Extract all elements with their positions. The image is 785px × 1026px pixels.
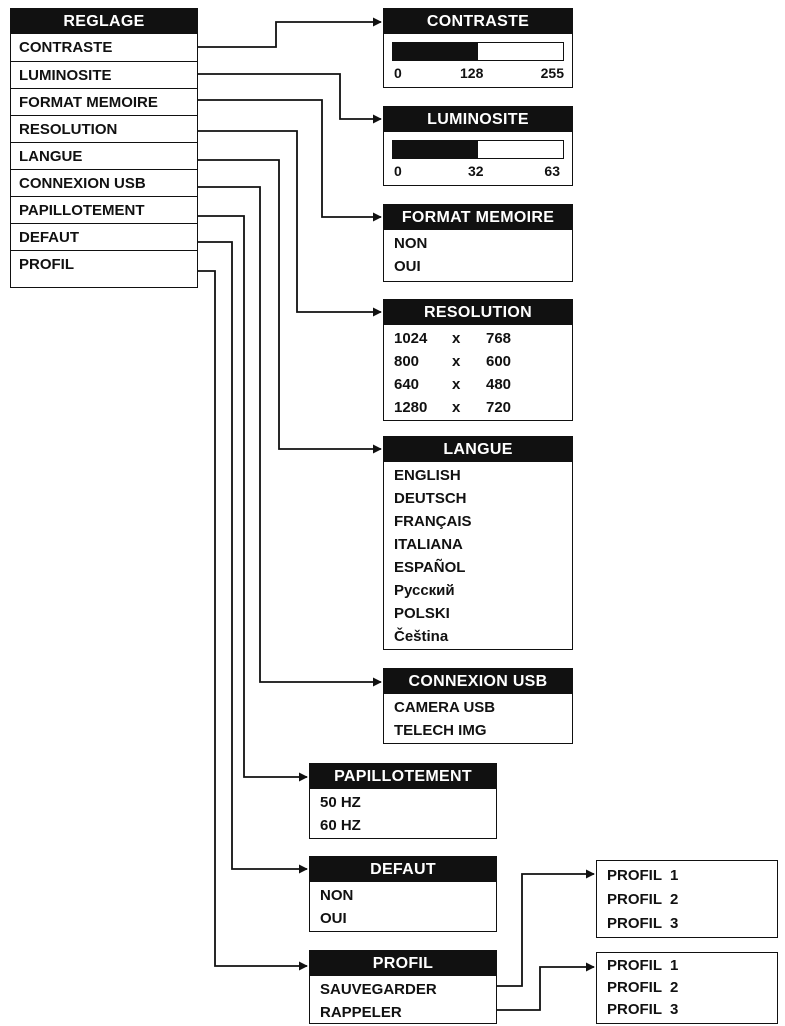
langue-option-cestina[interactable]: Čeština	[394, 628, 449, 645]
contraste-slider[interactable]	[392, 42, 564, 61]
papillotement-option-50hz[interactable]: 50 HZ	[320, 794, 361, 811]
menu-item-luminosite[interactable]: LUMINOSITE	[11, 61, 197, 88]
langue-option-espanol[interactable]: ESPAÑOL	[394, 559, 466, 576]
menu-item-connexion-usb[interactable]: CONNEXION USB	[11, 169, 197, 196]
wire-sauvegarder	[497, 869, 595, 987]
format-memoire-option-non[interactable]: NON	[394, 235, 428, 252]
res-height: 480	[486, 376, 512, 393]
wire-langue	[198, 159, 382, 454]
profil-panel: PROFIL SAUVEGARDER RAPPELER	[309, 950, 497, 1024]
luminosite-slider-fill	[393, 141, 478, 158]
profil-sauvegarder-panel: PROFIL 1 PROFIL 2 PROFIL 3	[596, 860, 778, 938]
langue-option-francais[interactable]: FRANÇAIS	[394, 513, 472, 530]
res-width: 640	[394, 376, 420, 393]
menu-item-papillotement[interactable]: PAPILLOTEMENT	[11, 196, 197, 223]
res-height: 600	[486, 353, 512, 370]
rappeler-profil-2[interactable]: PROFIL 2	[607, 979, 679, 996]
menu-item-contraste[interactable]: CONTRASTE	[19, 39, 113, 56]
res-width: 800	[394, 353, 420, 370]
contraste-tick-mid: 128	[460, 65, 484, 81]
resolution-option-1[interactable]: 1024 x 768	[394, 327, 562, 350]
reglage-menu: REGLAGE CONTRASTE LUMINOSITE FORMAT MEMO…	[10, 8, 198, 288]
sauvegarder-profil-3[interactable]: PROFIL 3	[607, 915, 679, 932]
contraste-slider-fill	[393, 43, 478, 60]
papillotement-title: PAPILLOTEMENT	[310, 764, 496, 789]
resolution-panel: RESOLUTION 1024 x 768 800 x 600 640 x 48…	[383, 299, 573, 421]
resolution-option-3[interactable]: 640 x 480	[394, 373, 562, 396]
langue-option-polski[interactable]: POLSKI	[394, 605, 450, 622]
langue-option-english[interactable]: ENGLISH	[394, 467, 461, 484]
menu-item-profil[interactable]: PROFIL	[11, 250, 197, 277]
profil-title: PROFIL	[310, 951, 496, 976]
wire-rappeler	[497, 962, 595, 1011]
contraste-tick-min: 0	[394, 65, 402, 81]
menu-item-resolution[interactable]: RESOLUTION	[11, 115, 197, 142]
langue-title: LANGUE	[384, 437, 572, 462]
langue-option-deutsch[interactable]: DEUTSCH	[394, 490, 467, 507]
defaut-panel: DEFAUT NON OUI	[309, 856, 497, 932]
luminosite-tick-mid: 32	[468, 163, 484, 179]
rappeler-profil-1[interactable]: PROFIL 1	[607, 957, 679, 974]
res-sep: x	[452, 353, 461, 370]
reglage-title: REGLAGE	[11, 9, 197, 34]
wire-defaut	[198, 241, 308, 874]
wire-luminosite	[198, 73, 382, 124]
format-memoire-title: FORMAT MEMOIRE	[384, 205, 572, 230]
format-memoire-option-oui[interactable]: OUI	[394, 258, 421, 275]
wire-contraste	[198, 17, 382, 48]
contraste-title: CONTRASTE	[384, 9, 572, 34]
res-height: 720	[486, 399, 512, 416]
rappeler-profil-3[interactable]: PROFIL 3	[607, 1001, 679, 1018]
res-width: 1280	[394, 399, 428, 416]
luminosite-tick-max: 63	[544, 163, 560, 179]
sauvegarder-profil-2[interactable]: PROFIL 2	[607, 891, 679, 908]
defaut-option-oui[interactable]: OUI	[320, 910, 347, 927]
langue-panel: LANGUE ENGLISH DEUTSCH FRANÇAIS ITALIANA…	[383, 436, 573, 650]
wire-profil	[198, 270, 308, 971]
connexion-usb-title: CONNEXION USB	[384, 669, 572, 694]
resolution-option-4[interactable]: 1280 x 720	[394, 396, 562, 419]
res-width: 1024	[394, 330, 428, 347]
langue-option-russian[interactable]: Русский	[394, 582, 455, 599]
luminosite-tick-min: 0	[394, 163, 402, 179]
connexion-usb-panel: CONNEXION USB CAMERA USB TELECH IMG	[383, 668, 573, 744]
profil-option-rappeler[interactable]: RAPPELER	[320, 1004, 402, 1021]
res-sep: x	[452, 330, 461, 347]
menu-item-format-memoire[interactable]: FORMAT MEMOIRE	[11, 88, 197, 115]
luminosite-slider[interactable]	[392, 140, 564, 159]
menu-item-langue[interactable]: LANGUE	[11, 142, 197, 169]
resolution-title: RESOLUTION	[384, 300, 572, 325]
profil-rappeler-panel: PROFIL 1 PROFIL 2 PROFIL 3	[596, 952, 778, 1024]
resolution-option-2[interactable]: 800 x 600	[394, 350, 562, 373]
wire-connexion-usb	[198, 186, 382, 687]
defaut-option-non[interactable]: NON	[320, 887, 354, 904]
res-sep: x	[452, 376, 461, 393]
connexion-usb-option-telech[interactable]: TELECH IMG	[394, 722, 487, 739]
wire-resolution	[198, 130, 382, 317]
wire-papillotement	[198, 215, 308, 782]
profil-option-sauvegarder[interactable]: SAUVEGARDER	[320, 981, 437, 998]
contraste-tick-max: 255	[540, 65, 564, 81]
langue-option-italiana[interactable]: ITALIANA	[394, 536, 463, 553]
defaut-title: DEFAUT	[310, 857, 496, 882]
menu-item-defaut[interactable]: DEFAUT	[11, 223, 197, 250]
papillotement-option-60hz[interactable]: 60 HZ	[320, 817, 361, 834]
luminosite-title: LUMINOSITE	[384, 107, 572, 132]
res-height: 768	[486, 330, 512, 347]
res-sep: x	[452, 399, 461, 416]
papillotement-panel: PAPILLOTEMENT 50 HZ 60 HZ	[309, 763, 497, 839]
wire-format-memoire	[198, 99, 382, 222]
format-memoire-panel: FORMAT MEMOIRE NON OUI	[383, 204, 573, 282]
connexion-usb-option-camera[interactable]: CAMERA USB	[394, 699, 496, 716]
luminosite-panel: LUMINOSITE 0 32 63	[383, 106, 573, 186]
sauvegarder-profil-1[interactable]: PROFIL 1	[607, 867, 679, 884]
contraste-panel: CONTRASTE 0 128 255	[383, 8, 573, 88]
